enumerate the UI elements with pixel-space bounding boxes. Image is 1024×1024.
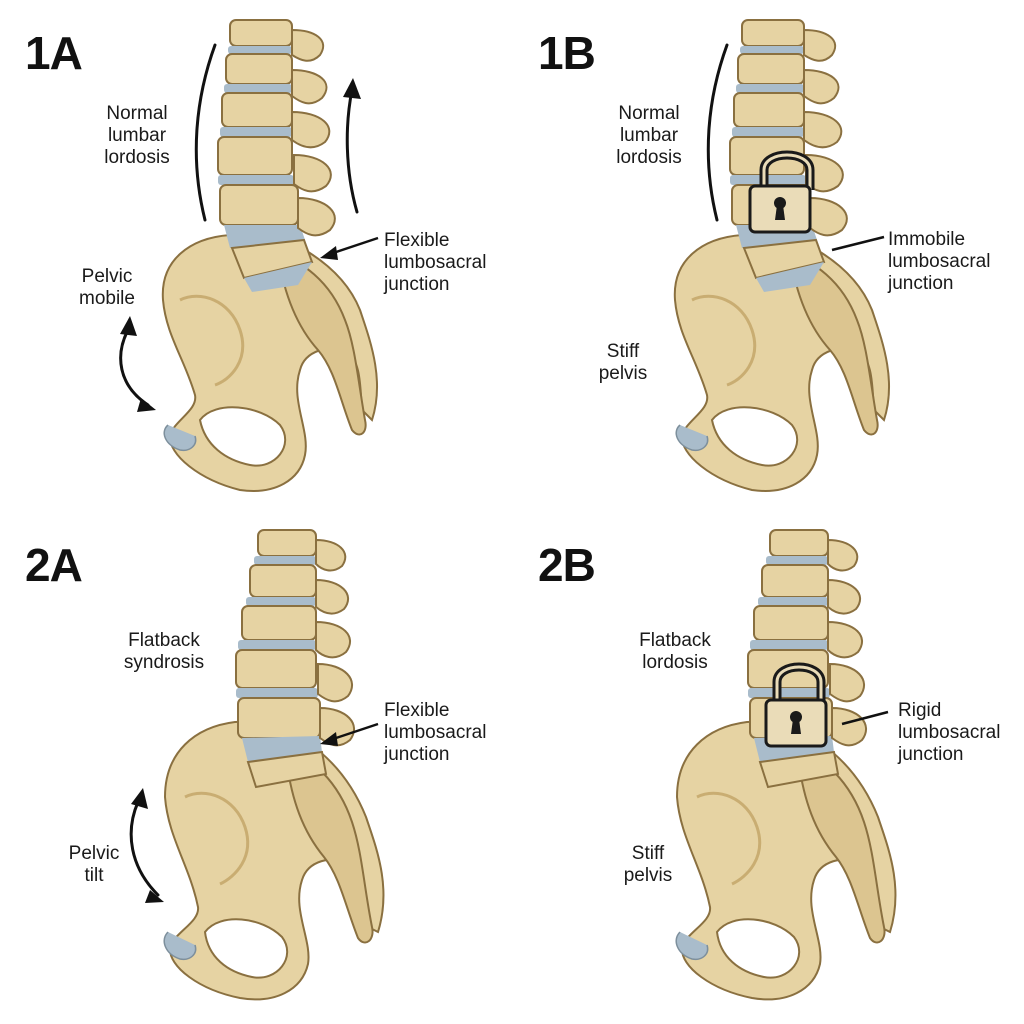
junction-pointer-arrow <box>320 236 379 260</box>
pelvic-motion-arrow <box>119 316 156 412</box>
lordosis-curve-line <box>194 43 217 222</box>
padlock-icon <box>764 662 828 748</box>
panel-2b-label: 2B <box>538 539 596 591</box>
padlock-icon <box>748 150 815 234</box>
lumbar-spine-illustration <box>235 529 356 789</box>
lumbar-spine-illustration <box>747 529 868 789</box>
panel-1a-illustration <box>119 19 379 492</box>
lordosis-curve-line <box>706 43 729 222</box>
pelvis-illustration <box>161 233 379 492</box>
spine-flex-arrow <box>343 78 361 214</box>
pelvis-illustration <box>675 720 897 1001</box>
junction-pointer-line <box>841 710 889 726</box>
junction-pointer-line <box>831 235 885 252</box>
junction-pointer-arrow <box>320 722 379 746</box>
lumbar-spine-illustration <box>217 19 336 292</box>
pelvic-motion-arrow <box>129 788 164 903</box>
pelvis-illustration <box>673 233 891 492</box>
panel-2a-illustration <box>129 529 385 1001</box>
panel-1b-label: 1B <box>538 27 596 79</box>
panel-2b-illustration <box>675 529 897 1001</box>
panel-2a-label: 2A <box>25 539 83 591</box>
panel-1a-label: 1A <box>25 27 83 79</box>
pelvis-illustration <box>163 720 385 1001</box>
panel-1b-illustration <box>673 19 891 492</box>
